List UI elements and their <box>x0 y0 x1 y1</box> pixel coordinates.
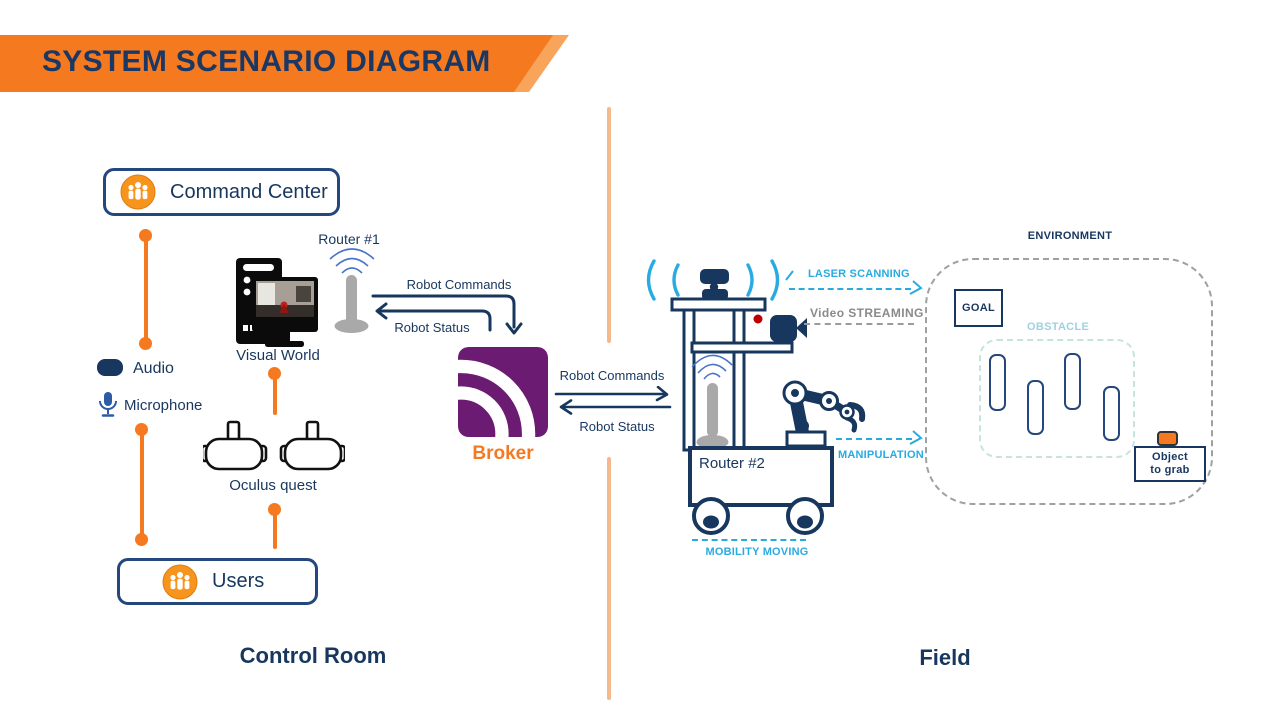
connector-dot <box>135 533 148 546</box>
arrowhead-icon <box>909 280 923 295</box>
video-camera-icon <box>770 315 807 342</box>
obstacle-bar <box>1103 386 1120 441</box>
command-center-box: Command Center <box>103 168 340 216</box>
wheel <box>692 497 730 535</box>
control-room-label: Control Room <box>239 643 387 668</box>
laser-tick <box>785 270 794 281</box>
antenna-icon <box>696 383 729 449</box>
laser-dashed-arrow <box>789 288 911 290</box>
object-to-grab-box: Object to grab <box>1134 446 1206 482</box>
obstacle-bar <box>1027 380 1044 435</box>
connector-line <box>144 235 148 343</box>
router2-arcs <box>691 354 733 380</box>
object-label-line2: to grab <box>1150 464 1190 476</box>
microphone-label: Microphone <box>124 397 203 414</box>
connector-line <box>273 509 277 549</box>
broker-icon <box>458 347 548 437</box>
manipulation-label: MANIPULATION <box>838 449 924 461</box>
antenna-icon <box>329 248 375 333</box>
goal-label: GOAL <box>962 302 995 314</box>
object-to-grab-icon <box>1157 431 1178 446</box>
command-center-label: Command Center <box>170 180 328 203</box>
robot-frame <box>670 297 794 452</box>
robot-arm-icon <box>782 380 866 448</box>
speaker-icon <box>97 359 123 376</box>
desktop-computer-icon <box>236 258 318 347</box>
obstacle-zone <box>979 339 1135 458</box>
manipulation-dashed-arrow <box>836 438 912 440</box>
visual-world-label: Visual World <box>236 347 320 364</box>
microphone-icon <box>99 392 117 417</box>
left-robot-commands-label: Robot Commands <box>406 277 512 292</box>
divider-bottom <box>607 457 611 700</box>
mobility-moving-label: MOBILITY MOVING <box>705 546 809 558</box>
audio-label: Audio <box>133 360 174 377</box>
router1-label: Router #1 <box>318 231 380 247</box>
users-box: Users <box>117 558 318 605</box>
wheel <box>786 497 824 535</box>
laser-arcs <box>646 259 780 301</box>
obstacle-bar <box>1064 353 1081 410</box>
environment-label: ENVIRONMENT <box>1027 230 1113 242</box>
video-dashed-line <box>804 323 914 325</box>
vr-headset-icon <box>203 420 345 471</box>
connector-line <box>273 373 277 415</box>
router2-label: Router #2 <box>699 455 765 472</box>
left-robot-status-label: Robot Status <box>394 320 470 335</box>
title-banner <box>0 35 569 92</box>
environment-boundary <box>925 258 1213 505</box>
connector-line <box>140 429 144 539</box>
field-robot <box>646 259 866 535</box>
red-indicator-dot <box>753 314 763 324</box>
people-icon <box>120 174 156 210</box>
divider-top <box>607 107 611 343</box>
object-label-line1: Object <box>1151 451 1189 463</box>
goal-box: GOAL <box>954 289 1003 327</box>
cart-body <box>688 446 834 507</box>
broker-robot-arrows <box>554 386 672 415</box>
obstacle-bar <box>989 354 1006 411</box>
obstacle-label: OBSTACLE <box>1027 321 1090 333</box>
people-icon <box>162 564 198 599</box>
right-robot-commands-label: Robot Commands <box>559 368 665 383</box>
router-broker-arrows <box>371 294 523 335</box>
page-title: SYSTEM SCENARIO DIAGRAM <box>42 45 491 78</box>
field-label: Field <box>919 645 971 670</box>
mobility-dashed-line <box>692 539 806 541</box>
users-label: Users <box>212 570 265 592</box>
arrowhead-icon <box>909 430 923 445</box>
right-robot-status-label: Robot Status <box>579 419 655 434</box>
lidar-scanner-icon <box>700 269 729 300</box>
laser-scanning-label: LASER SCANNING <box>808 268 910 280</box>
video-streaming-label: Video STREAMING <box>810 306 924 320</box>
oculus-label: Oculus quest <box>229 477 317 494</box>
connector-dot <box>139 337 152 350</box>
broker-label: Broker <box>472 443 534 464</box>
